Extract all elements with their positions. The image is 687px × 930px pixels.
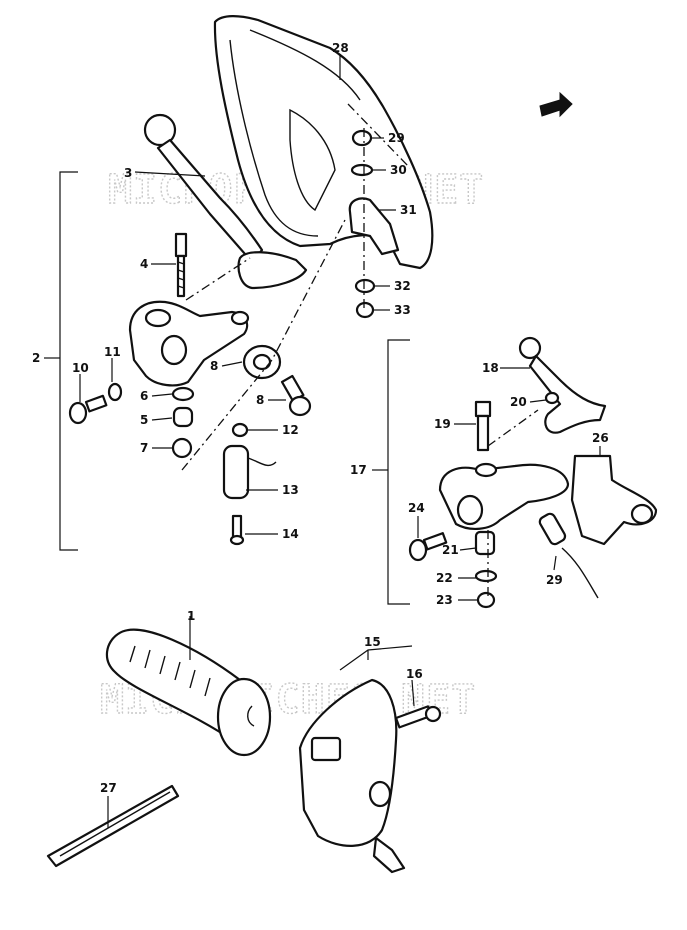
bracket-2 xyxy=(59,171,78,551)
callout-28: 28 xyxy=(332,41,349,55)
washer-6 xyxy=(171,386,195,402)
bolt-19 xyxy=(474,400,492,452)
callout-26: 26 xyxy=(592,431,609,445)
align-line-1 xyxy=(185,257,251,301)
cap-8 xyxy=(242,344,282,380)
switch-13 xyxy=(222,444,277,500)
washer-30 xyxy=(350,163,374,177)
callout-12: 12 xyxy=(282,423,299,437)
nut-33 xyxy=(355,301,375,319)
handlebar-grip xyxy=(105,628,272,757)
callout-14: 14 xyxy=(282,527,299,541)
callout-6: 6 xyxy=(140,389,148,403)
callout-19: 19 xyxy=(434,417,451,431)
callout-7: 7 xyxy=(140,441,148,455)
screw-16 xyxy=(394,705,442,729)
front-arrow-icon xyxy=(539,91,573,118)
callout-16: 16 xyxy=(406,667,423,681)
switch-29 xyxy=(538,512,599,599)
callout-29-upper: 29 xyxy=(388,131,405,145)
washer-22 xyxy=(474,569,498,583)
bushing-5 xyxy=(172,406,194,428)
switch-housing xyxy=(298,678,406,874)
leader-lines xyxy=(79,54,601,828)
bracket-17 xyxy=(387,339,410,605)
callout-31: 31 xyxy=(400,203,417,217)
washer-32 xyxy=(354,278,376,294)
callout-13: 13 xyxy=(282,483,299,497)
callout-20: 20 xyxy=(510,395,527,409)
callout-29-lower: 29 xyxy=(546,573,563,587)
screw-14 xyxy=(229,514,245,546)
callout-10: 10 xyxy=(72,361,89,375)
bracket-15 xyxy=(339,645,413,671)
cable-tie xyxy=(46,784,180,868)
callout-24: 24 xyxy=(408,501,425,515)
washer-12 xyxy=(231,422,249,438)
callout-5: 5 xyxy=(140,413,148,427)
callout-8-lower: 8 xyxy=(256,393,264,407)
bracket-31 xyxy=(348,197,400,256)
callout-4: 4 xyxy=(140,257,148,271)
switch-assembly-26 xyxy=(570,454,658,546)
adjuster-bolt xyxy=(174,232,188,298)
callout-30: 30 xyxy=(390,163,407,177)
washer-20 xyxy=(544,391,560,405)
nut-23 xyxy=(476,591,496,609)
align-line-2 xyxy=(181,217,347,471)
spring-21 xyxy=(474,530,496,556)
callout-17: 17 xyxy=(350,463,367,477)
bolt-10 xyxy=(68,394,108,425)
callout-32: 32 xyxy=(394,279,411,293)
callout-23: 23 xyxy=(436,593,453,607)
hand-guard xyxy=(213,15,434,270)
bolt-8 xyxy=(280,374,312,417)
nut-7 xyxy=(171,437,193,459)
align-line-5 xyxy=(487,409,539,447)
callout-22: 22 xyxy=(436,571,453,585)
lever-holder xyxy=(128,300,250,387)
callout-2: 2 xyxy=(32,351,40,365)
callout-27: 27 xyxy=(100,781,117,795)
callout-3: 3 xyxy=(124,166,132,180)
callout-8-upper: 8 xyxy=(210,359,218,373)
callout-15: 15 xyxy=(364,635,381,649)
washer-11 xyxy=(107,382,123,402)
cap-29 xyxy=(351,129,373,147)
bolt-24 xyxy=(408,532,448,562)
callout-33: 33 xyxy=(394,303,411,317)
callout-1: 1 xyxy=(187,609,195,623)
align-line-4 xyxy=(347,103,411,169)
callout-11: 11 xyxy=(104,345,121,359)
callout-21: 21 xyxy=(442,543,459,557)
callout-18: 18 xyxy=(482,361,499,375)
lever-18 xyxy=(518,336,607,434)
lever-holder-17 xyxy=(438,462,570,530)
brake-lever xyxy=(143,113,308,290)
callouts: 1 2 3 4 5 6 7 8 8 10 11 12 13 14 15 16 1… xyxy=(32,41,609,795)
